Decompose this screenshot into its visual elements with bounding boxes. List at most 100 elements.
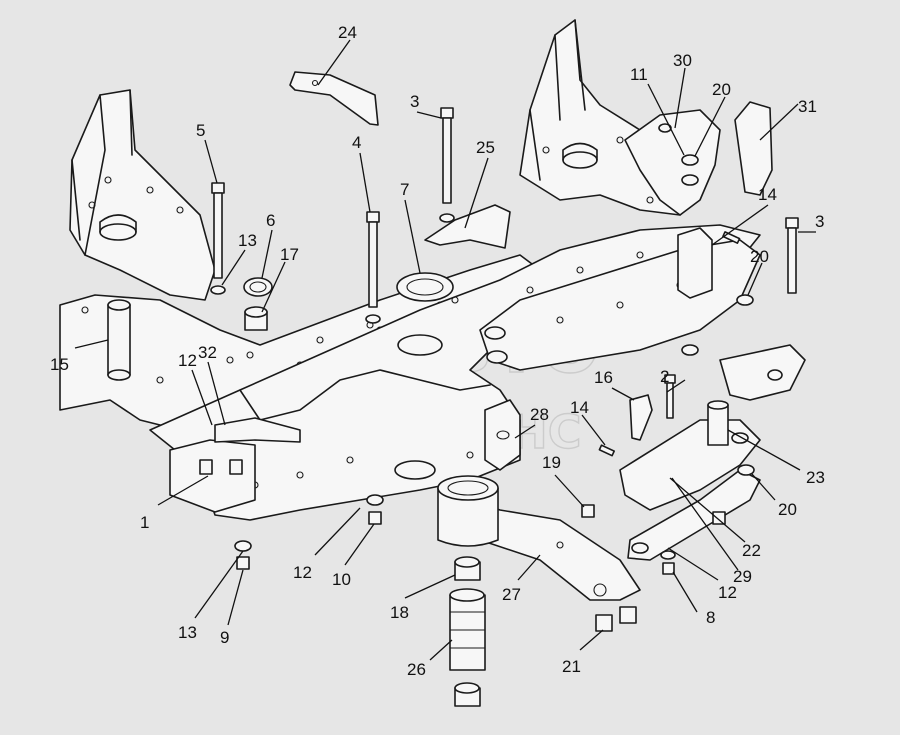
part-16-lever: [629, 394, 653, 441]
callout-3b: 3: [798, 212, 824, 233]
callout-12b-label: 12: [293, 563, 312, 582]
bolt-4: [366, 211, 380, 308]
callout-16: 16: [594, 368, 635, 401]
bolts: [211, 107, 799, 457]
part-15-pin: [107, 299, 131, 381]
callout-12c: 12: [667, 547, 737, 602]
callout-13a-label: 13: [238, 231, 257, 250]
callout-32-label: 32: [198, 343, 217, 362]
callout-10: 10: [332, 523, 375, 589]
callout-28-label: 28: [530, 405, 549, 424]
callout-12a: 12: [178, 351, 213, 426]
callout-5-label: 5: [196, 121, 205, 140]
callouts: 1 2 3 3 4 5 6 7 8 9 10 11 12 12 12 13 13…: [50, 23, 825, 679]
callout-20a: 20: [694, 80, 731, 157]
callout-21: 21: [562, 629, 604, 676]
callout-8-label: 8: [706, 608, 715, 627]
callout-17: 17: [261, 245, 299, 313]
callout-14a: 14: [711, 185, 777, 246]
callout-13b: 13: [178, 550, 244, 642]
callout-30-label: 30: [673, 51, 692, 70]
callout-7-label: 7: [400, 180, 409, 199]
callout-24: 24: [317, 23, 357, 86]
callout-13b-label: 13: [178, 623, 197, 642]
part-24-bracket: [289, 71, 379, 126]
washers-nuts: [210, 154, 755, 632]
callout-14b: 14: [570, 398, 606, 446]
right-lower-plates: [619, 344, 806, 561]
callout-22-label: 22: [742, 541, 761, 560]
part-7-ring: [396, 272, 454, 302]
callout-15: 15: [50, 339, 109, 374]
part-14-block: [677, 227, 713, 299]
callout-7: 7: [400, 180, 421, 274]
part-28-block: [484, 399, 521, 471]
callout-23: 23: [727, 429, 825, 487]
callout-13a: 13: [221, 231, 257, 286]
left-upright-bracket: [69, 89, 216, 301]
callout-5: 5: [196, 121, 218, 184]
part-25-bracket: [424, 204, 511, 249]
bolt-3-center: [440, 107, 454, 204]
callout-15-label: 15: [50, 355, 69, 374]
callout-12c-label: 12: [718, 583, 737, 602]
callout-3b-label: 3: [815, 212, 824, 231]
callout-18: 18: [390, 574, 456, 622]
part-27-arm: [437, 475, 641, 601]
right-top-plate: [624, 101, 773, 216]
callout-19: 19: [542, 453, 585, 508]
callout-9: 9: [220, 569, 244, 647]
callout-8: 8: [672, 571, 715, 627]
callout-11-label: 11: [630, 65, 648, 84]
callout-3a: 3: [410, 92, 442, 119]
callout-20c-label: 20: [778, 500, 797, 519]
callout-29-label: 29: [733, 567, 752, 586]
callout-23-label: 23: [806, 468, 825, 487]
callout-14b-label: 14: [570, 398, 589, 417]
callout-26: 26: [407, 639, 453, 679]
callout-25: 25: [464, 138, 495, 229]
callout-30: 30: [673, 51, 692, 129]
callout-4: 4: [352, 133, 371, 213]
callout-6-label: 6: [266, 211, 275, 230]
callout-17-label: 17: [280, 245, 299, 264]
callout-20b: 20: [747, 247, 769, 296]
callout-18-label: 18: [390, 603, 409, 622]
callout-3a-label: 3: [410, 92, 419, 111]
callout-21-label: 21: [562, 657, 581, 676]
center-main-frame: [149, 224, 761, 521]
callout-11: 11: [630, 65, 685, 156]
callout-29: 29: [671, 477, 752, 586]
callout-4-label: 4: [352, 133, 361, 152]
callout-1: 1: [140, 475, 209, 532]
callout-12b: 12: [293, 507, 361, 582]
bolt-2: [664, 374, 676, 419]
callout-14a-label: 14: [758, 185, 777, 204]
callout-25-label: 25: [476, 138, 495, 157]
callout-32: 32: [198, 343, 226, 426]
part-23-pin: [707, 400, 729, 446]
callout-20c: 20: [751, 473, 797, 519]
callout-2: 2: [660, 367, 686, 393]
part-6-17-rings: [243, 277, 273, 331]
bushing-stack: [449, 556, 486, 707]
callout-26-label: 26: [407, 660, 426, 679]
callout-2-label: 2: [660, 367, 669, 386]
callout-31-label: 31: [798, 97, 817, 116]
callout-10-label: 10: [332, 570, 351, 589]
part-1-block: [169, 417, 301, 513]
callout-20a-label: 20: [712, 80, 731, 99]
bolt-3-right: [785, 217, 799, 294]
callout-19-label: 19: [542, 453, 561, 472]
callout-22: 22: [669, 477, 761, 560]
callout-28: 28: [514, 405, 549, 439]
bolt-5: [211, 182, 225, 279]
callout-6: 6: [261, 211, 275, 279]
callout-27: 27: [502, 554, 541, 604]
callout-9-label: 9: [220, 628, 229, 647]
callout-16-label: 16: [594, 368, 613, 387]
callout-31: 31: [759, 97, 817, 141]
callout-12a-label: 12: [178, 351, 197, 370]
